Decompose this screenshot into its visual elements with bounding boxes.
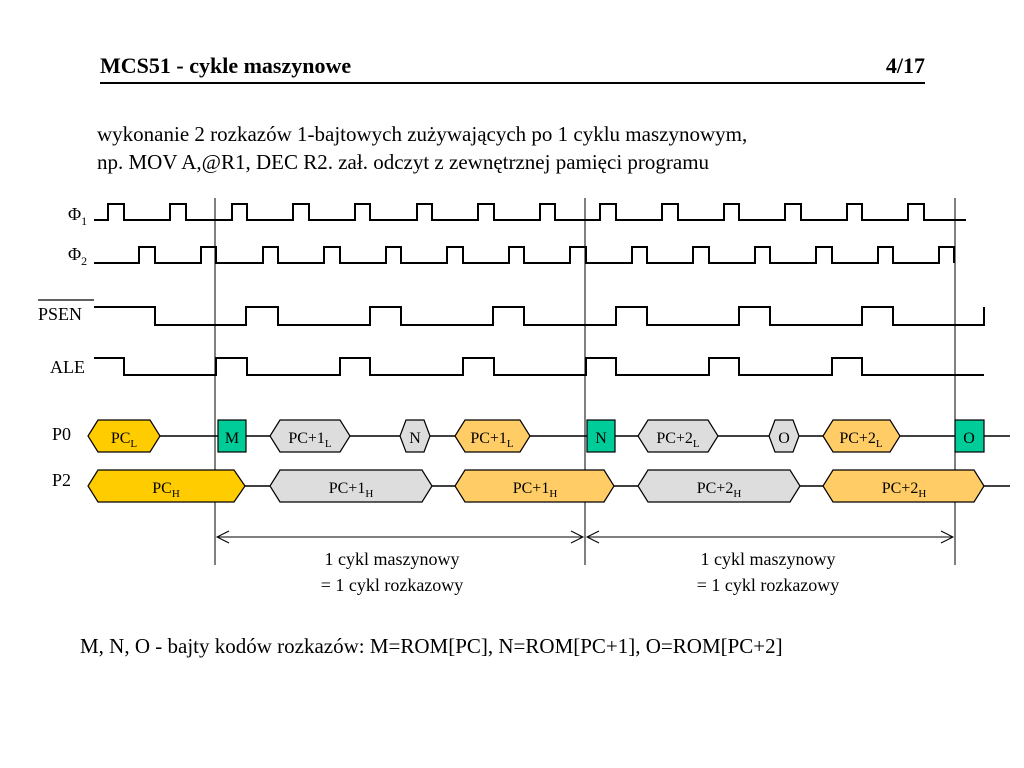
- p2-cell: PCH: [87, 469, 246, 503]
- p0-cell-label: PC+2L: [656, 430, 700, 450]
- ale-label: ALE: [50, 357, 85, 377]
- arrow-right-icon: [940, 530, 955, 544]
- p0-cell: N: [586, 419, 616, 453]
- p2-bus: PCH PC+1H PC+1H PC+2H PC+2H: [87, 469, 985, 503]
- p0-cell: PC+1L: [454, 419, 531, 453]
- p2-cell-shape: [269, 469, 433, 503]
- p2-cell-label: PC+2H: [697, 480, 742, 500]
- description-line-1: wykonanie 2 rozkazów 1-bajtowych zużywaj…: [97, 122, 748, 146]
- p0-cell: N: [399, 419, 431, 453]
- p2-cell-shape: [637, 469, 801, 503]
- p2-cell-label: PC+1H: [513, 480, 558, 500]
- description: wykonanie 2 rozkazów 1-bajtowych zużywaj…: [97, 120, 957, 176]
- p0-cell-label: PCL: [111, 430, 138, 450]
- p2-cell-shape: [454, 469, 615, 503]
- arrow-left-icon: [215, 530, 230, 544]
- phi2-label: Φ2: [68, 244, 87, 268]
- p2-cell-shape: [87, 469, 246, 503]
- p0-cell: O: [954, 419, 985, 453]
- p0-cell-shape: [637, 419, 719, 453]
- p0-cell-label: N: [409, 430, 421, 447]
- p0-cell-label: M: [225, 430, 239, 447]
- p0-cell-shape: [822, 419, 901, 453]
- p2-cell: PC+1H: [454, 469, 615, 503]
- psen-waveform: [94, 306, 985, 326]
- p0-cell: PC+2L: [822, 419, 901, 453]
- psen-label: PSEN: [38, 304, 82, 324]
- p0-cell: M: [217, 419, 247, 453]
- p2-cell: PC+2H: [637, 469, 801, 503]
- p2-cell-label: PCH: [152, 480, 180, 500]
- footer-note: M, N, O - bajty kodów rozkazów: M=ROM[PC…: [80, 634, 783, 658]
- p0-cell-shape: [217, 419, 247, 453]
- cycle-label-line-2: = 1 cykl rozkazowy: [321, 575, 464, 595]
- arrow-right-icon: [570, 530, 585, 544]
- phi1-waveform: [94, 203, 966, 221]
- cycle-label-line-1: 1 cykl maszynowy: [701, 549, 836, 569]
- cycle-label-line-1: 1 cykl maszynowy: [325, 549, 460, 569]
- p0-cell-label: PC+1L: [288, 430, 332, 450]
- p0-cell-shape: [954, 419, 985, 453]
- p0-cell-shape: [454, 419, 531, 453]
- p0-cell-shape: [768, 419, 800, 453]
- p0-cell-shape: [269, 419, 351, 453]
- p0-cell-shape: [87, 419, 161, 453]
- phi1-label: Φ1: [68, 204, 87, 228]
- cycle-label-line-2: = 1 cykl rozkazowy: [697, 575, 840, 595]
- p2-cell: PC+1H: [269, 469, 433, 503]
- p0-cell: PCL: [87, 419, 161, 453]
- p0-cell-label: O: [963, 430, 975, 447]
- p0-cell: PC+1L: [269, 419, 351, 453]
- p2-cell: PC+2H: [822, 469, 985, 503]
- p0-bus: PCL M PC+1L N PC+1L N PC+2L O: [87, 419, 985, 453]
- p0-cell-label: PC+1L: [470, 430, 514, 450]
- p2-cell-shape: [822, 469, 985, 503]
- description-line-2: np. MOV A,@R1, DEC R2. zał. odczyt z zew…: [97, 150, 710, 174]
- p0-cell-shape: [586, 419, 616, 453]
- cycle-span-2: 1 cykl maszynowy = 1 cykl rozkazowy: [585, 530, 955, 595]
- p0-cell-label: N: [595, 430, 607, 447]
- slide-title: MCS51 - cykle maszynowe: [100, 53, 352, 78]
- p0-cell-label: PC+2L: [839, 430, 883, 450]
- p0-cell-shape: [399, 419, 431, 453]
- arrow-left-icon: [585, 530, 600, 544]
- p0-cell: PC+2L: [637, 419, 719, 453]
- slide-header: MCS51 - cykle maszynowe 4/17: [100, 52, 925, 84]
- p0-cell: O: [768, 419, 800, 453]
- ale-waveform: [94, 357, 984, 376]
- p0-cell-label: O: [778, 430, 790, 447]
- p2-cell-label: PC+1H: [329, 480, 374, 500]
- page-number: 4/17: [885, 53, 925, 78]
- p2-cell-label: PC+2H: [882, 480, 927, 500]
- phi2-waveform: [94, 246, 955, 264]
- p0-label: P0: [52, 424, 71, 444]
- p2-label: P2: [52, 470, 71, 490]
- cycle-span-1: 1 cykl maszynowy = 1 cykl rozkazowy: [215, 530, 585, 595]
